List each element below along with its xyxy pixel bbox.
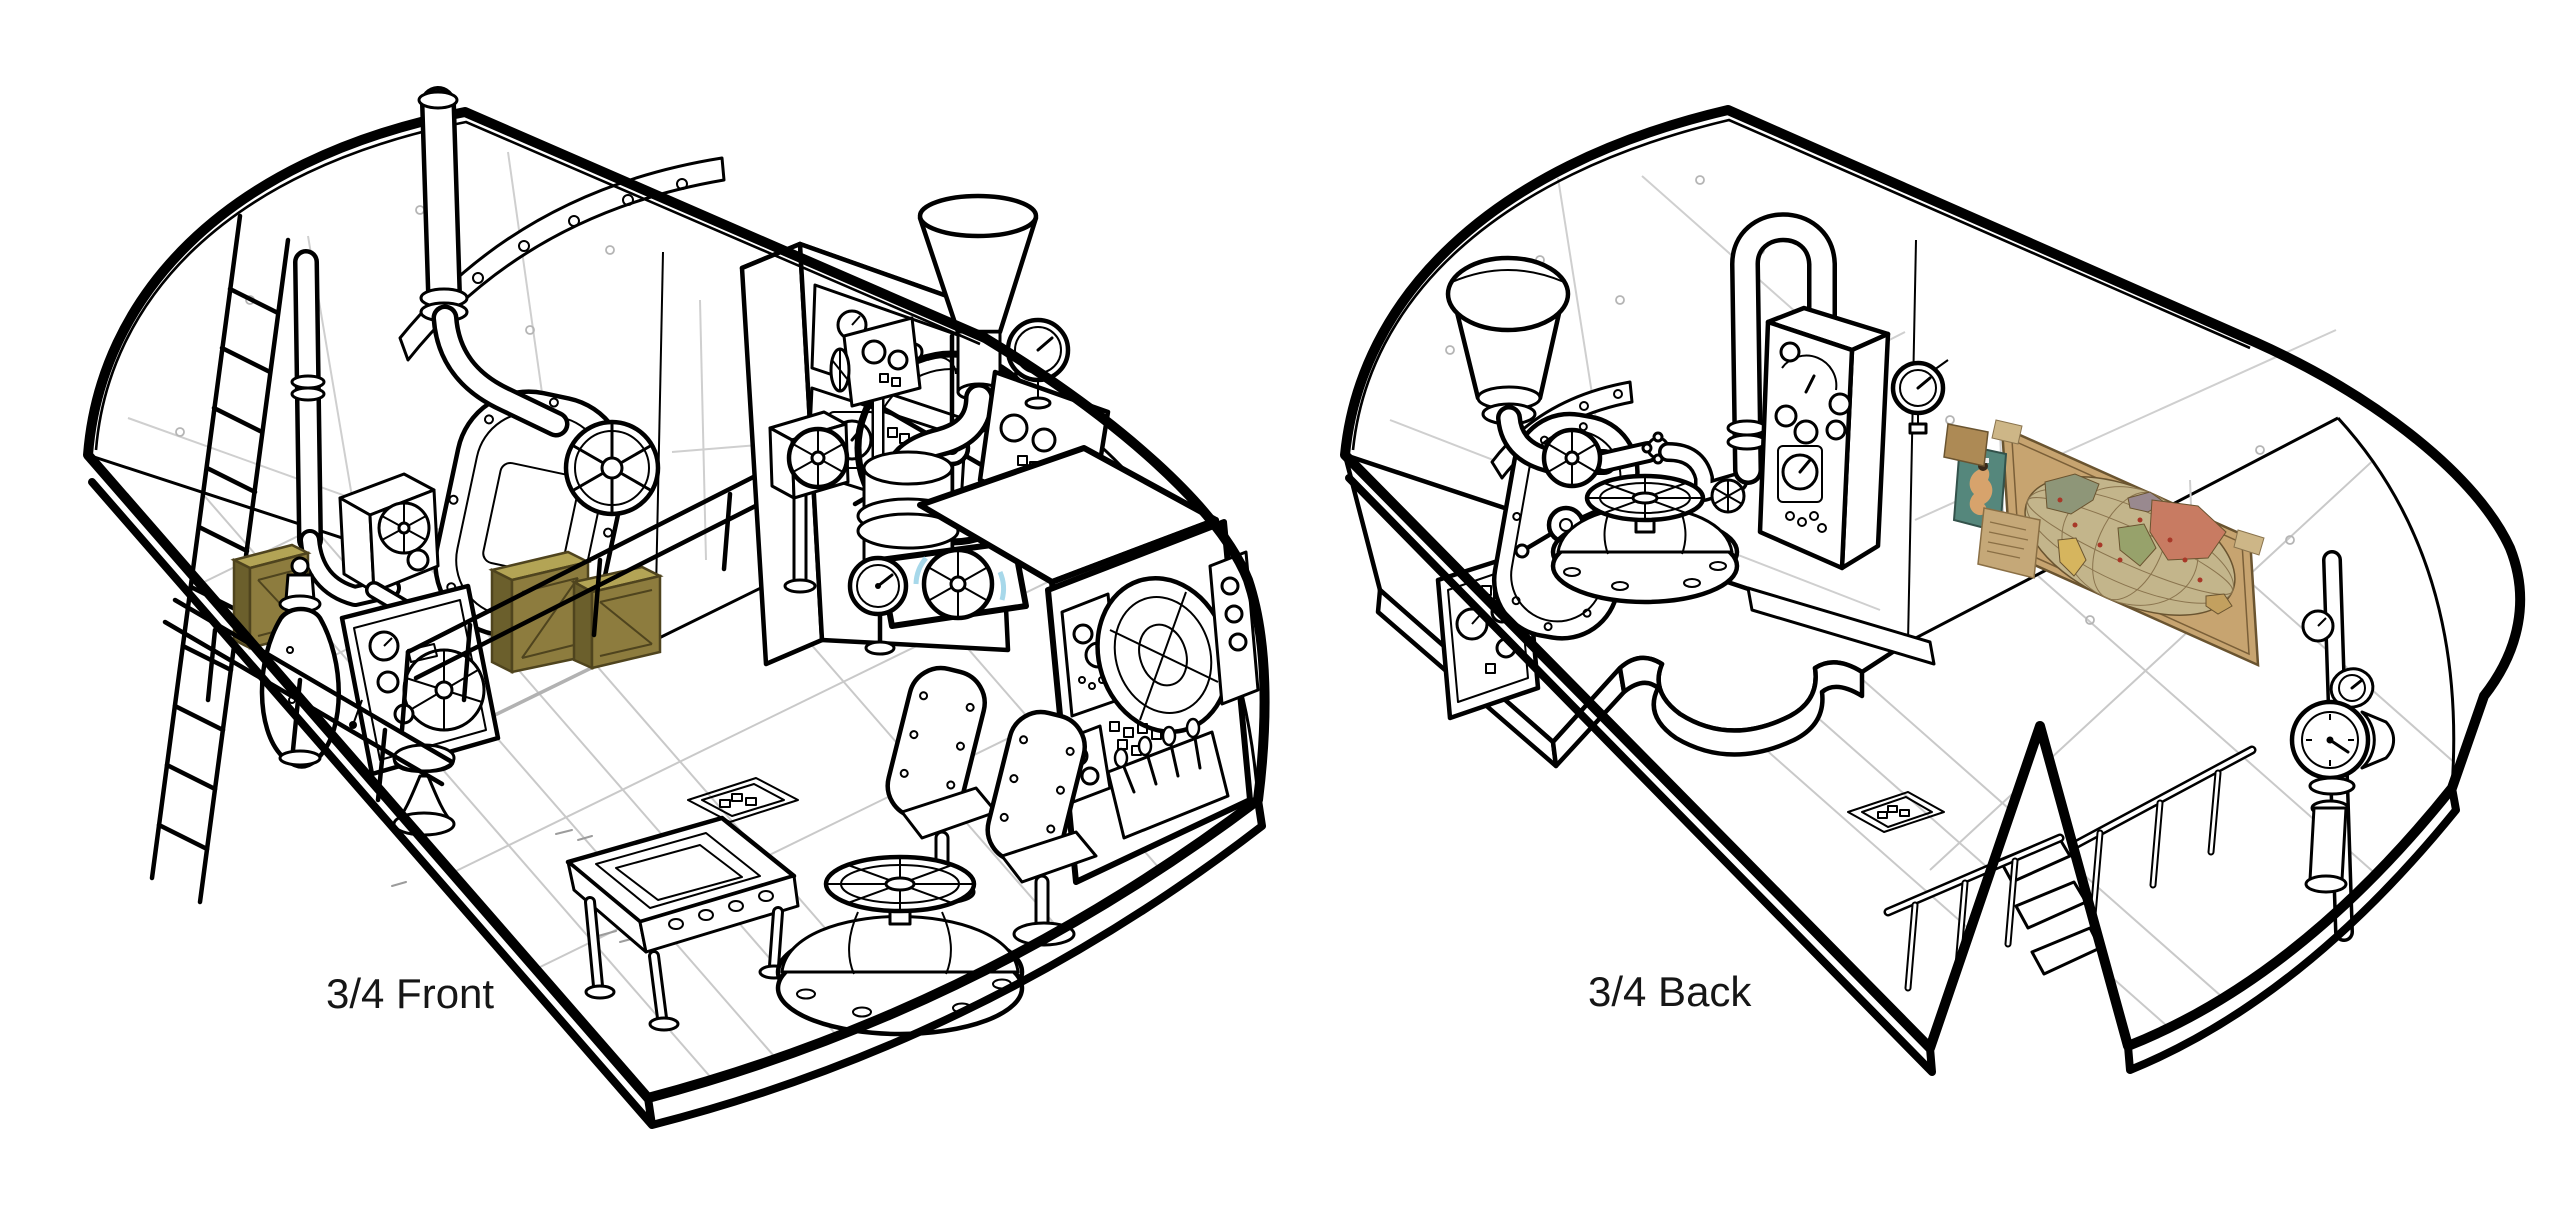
u-bend-pipe — [1710, 212, 1837, 514]
periscope-pipe — [417, 86, 570, 438]
pipe-run — [1541, 427, 1748, 502]
hull-shell — [83, 107, 1270, 1129]
valve-station — [829, 316, 922, 477]
wall-gauge — [1890, 359, 1949, 435]
map-north-america — [2044, 473, 2100, 515]
caption-front: 3/4 Front — [326, 970, 494, 1017]
caption-back: 3/4 Back — [1588, 968, 1752, 1015]
pilot-chair — [985, 709, 1098, 947]
tray-table — [565, 815, 800, 1032]
map-south-america — [2057, 537, 2087, 577]
map-asia — [2149, 499, 2227, 561]
map-australia — [2205, 593, 2233, 615]
floor-drain — [1847, 791, 1945, 833]
map-tape — [2233, 529, 2265, 556]
compass-gauge — [2329, 667, 2375, 709]
note-card — [1977, 507, 2041, 579]
world-map — [1991, 419, 2265, 667]
hand-wheel-valve — [1541, 427, 1603, 489]
stair-railing — [2070, 745, 2257, 919]
door-wheel — [563, 419, 661, 517]
dome-wheel — [823, 854, 977, 914]
sonar-console — [1045, 519, 1260, 885]
map-marker-dots — [2057, 497, 2203, 583]
cabinet-step — [1746, 586, 1936, 666]
hull-shell — [1340, 105, 2526, 1076]
standpipe — [290, 249, 401, 607]
map-africa — [2117, 523, 2157, 567]
dome-wheel — [1584, 473, 1706, 523]
floor-hatch-dome — [775, 854, 1025, 1037]
gauge-slab — [339, 583, 501, 777]
cyan-accent — [913, 556, 1006, 601]
ladder — [149, 213, 291, 905]
gauge-pole — [2289, 550, 2396, 942]
map-tape — [1991, 419, 2023, 445]
back-view: 3/4 Back — [1340, 105, 2526, 1076]
floor-drain — [687, 777, 799, 823]
plinth-wheel — [921, 547, 995, 621]
gauge-cabinet — [1757, 305, 1891, 571]
funnel-stack — [1445, 255, 1617, 475]
stair-railing — [1883, 833, 2065, 992]
pipe-base-wheel — [1710, 478, 1746, 514]
lever-bank — [1106, 717, 1230, 840]
clock-gauge — [847, 555, 909, 656]
small-gauge — [2301, 609, 2335, 643]
pinup-figure — [1969, 467, 1993, 516]
wooden-crate — [570, 565, 664, 670]
corner-card — [1943, 423, 1989, 467]
valve-station — [768, 410, 850, 594]
dome-hatch — [1550, 473, 1740, 605]
front-view: 3/4 Front — [83, 86, 1270, 1129]
funnel-machine — [856, 193, 1039, 629]
